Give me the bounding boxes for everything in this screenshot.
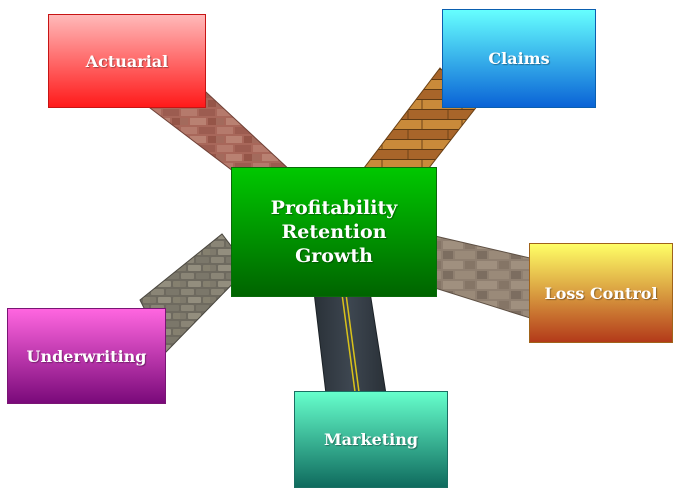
goal-growth: Growth <box>295 245 373 267</box>
path-loss-control <box>434 235 531 319</box>
loss-control-label: Loss Control <box>544 283 658 303</box>
goal-profitability: Profitability <box>270 197 398 219</box>
goal-retention: Retention <box>281 221 387 243</box>
actuarial-label: Actuarial <box>85 51 169 71</box>
marketing-box: Marketing <box>294 391 448 488</box>
actuarial-box: Actuarial <box>48 14 206 108</box>
underwriting-box: Underwriting <box>7 308 166 404</box>
path-marketing <box>313 291 387 395</box>
claims-box: Claims <box>442 9 596 108</box>
goals-box: Profitability Retention Growth <box>231 167 437 297</box>
claims-label: Claims <box>488 49 550 68</box>
loss-control-box: Loss Control <box>529 243 673 343</box>
underwriting-label: Underwriting <box>26 346 147 366</box>
marketing-label: Marketing <box>323 430 419 449</box>
